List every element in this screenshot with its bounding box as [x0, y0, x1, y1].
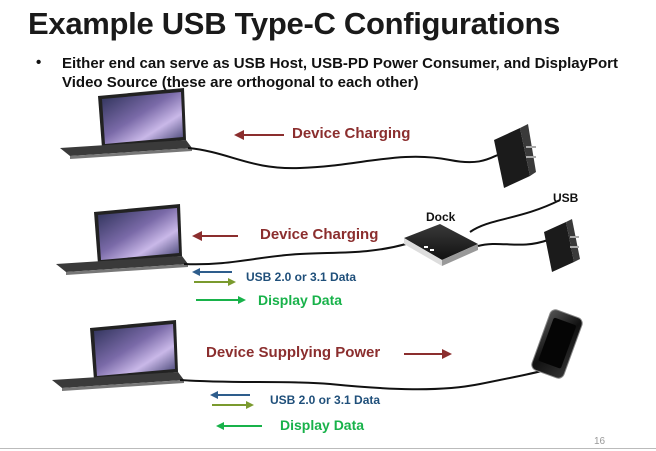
arrow-display-data-3 — [216, 422, 262, 430]
bullet-marker: • — [36, 54, 42, 71]
label-dock: Dock — [426, 210, 456, 224]
cable-usb — [469, 199, 561, 233]
cable-3 — [179, 367, 553, 391]
label-usb: USB — [553, 191, 579, 205]
page-number: 16 — [594, 436, 606, 447]
arrow-charging-2 — [192, 231, 238, 241]
cable-2 — [183, 243, 407, 266]
power-adapter-1 — [494, 124, 536, 188]
laptop-1 — [60, 88, 192, 159]
cable-dock-power — [477, 239, 549, 247]
label-device-supplying-power: Device Supplying Power — [206, 344, 381, 361]
arrow-usb-data-2 — [192, 268, 236, 286]
laptop-2 — [56, 204, 188, 275]
arrow-charging-1 — [234, 130, 284, 140]
label-device-charging-2: Device Charging — [260, 226, 379, 243]
dock-device — [404, 224, 478, 266]
bullet-text: Either end can serve as USB Host, USB-PD… — [62, 55, 618, 91]
label-display-data-2: Display Data — [258, 292, 343, 308]
footer-divider — [0, 448, 656, 449]
label-device-charging-1: Device Charging — [292, 125, 411, 142]
slide-title: Example USB Type-C Configurations — [28, 6, 561, 41]
arrow-supplying-power-3 — [404, 349, 452, 359]
label-display-data-3: Display Data — [280, 417, 365, 433]
power-adapter-2 — [544, 219, 580, 272]
laptop-3 — [52, 320, 184, 391]
smartphone — [531, 309, 583, 379]
arrow-display-data-2 — [196, 296, 246, 304]
cable-1 — [187, 147, 501, 170]
label-usb-data-2: USB 2.0 or 3.1 Data — [246, 270, 357, 284]
arrow-usb-data-3 — [210, 391, 254, 409]
label-usb-data-3: USB 2.0 or 3.1 Data — [270, 393, 381, 407]
